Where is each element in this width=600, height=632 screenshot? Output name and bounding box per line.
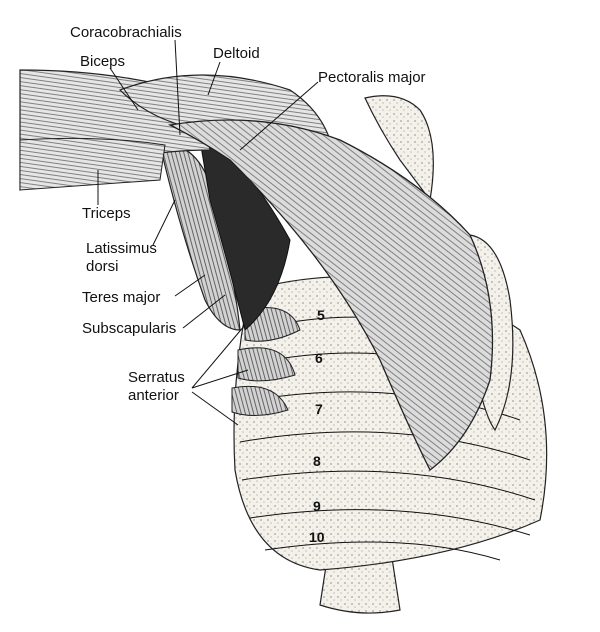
label-biceps: Biceps: [80, 53, 125, 70]
rib-number: 5: [317, 307, 325, 323]
label-teres-major: Teres major: [82, 289, 160, 306]
label-subscapularis: Subscapularis: [82, 320, 176, 337]
labels: Coracobrachialis Biceps Deltoid Pectoral…: [70, 24, 426, 404]
label-serratus-line1: Serratus: [128, 369, 185, 386]
leader-lines: [97, 39, 319, 426]
label-coracobrachialis: Coracobrachialis: [70, 24, 182, 41]
label-latissimus-line1: Latissimus: [86, 240, 157, 257]
rib-number: 9: [313, 498, 321, 514]
label-serratus-line2: anterior: [128, 387, 179, 404]
label-pectoralis-major: Pectoralis major: [318, 69, 426, 86]
label-latissimus-line2: dorsi: [86, 258, 119, 275]
label-triceps: Triceps: [82, 205, 131, 222]
rib-numbers: 5 6 7 8 9 10: [309, 307, 325, 545]
pectoralis-major-muscle: [167, 119, 494, 471]
rib-number: 6: [315, 350, 323, 366]
rib-number: 8: [313, 453, 321, 469]
label-deltoid: Deltoid: [213, 45, 260, 62]
serratus-anterior-muscle: [231, 307, 301, 416]
rib-number: 7: [315, 401, 323, 417]
rib-number: 10: [309, 529, 325, 545]
posterior-muscles: [159, 139, 291, 331]
